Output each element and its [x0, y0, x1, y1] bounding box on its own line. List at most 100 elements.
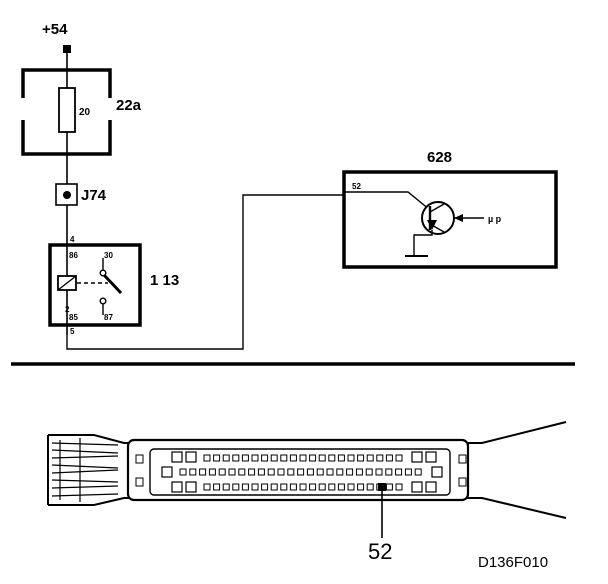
connector-pin	[309, 454, 317, 462]
supply-terminal	[63, 45, 71, 53]
relay-pin-side: 2	[65, 305, 70, 314]
connector-pin	[241, 454, 249, 462]
connector-pin	[385, 483, 393, 491]
control-unit-label: 628	[427, 149, 452, 166]
fuse-box-gap-left	[21, 98, 27, 120]
fuse-box-label: 22a	[116, 97, 142, 114]
fuse-symbol	[58, 87, 76, 133]
connector-pin	[213, 483, 221, 491]
connector-pin	[232, 483, 240, 491]
connector-pin	[270, 454, 278, 462]
connector-j74-label: J74	[81, 187, 107, 204]
connector-pin	[218, 468, 226, 476]
relay-pin-bottom: 5	[70, 327, 75, 336]
pin-52-label: 52	[368, 539, 392, 564]
control-unit-signal: µ p	[488, 214, 502, 224]
connector-pin-rows	[179, 454, 422, 491]
connector-pin	[366, 454, 374, 462]
connector-latch-right-bottom	[458, 477, 467, 487]
connector-pin	[199, 468, 207, 476]
connector-pin	[280, 483, 288, 491]
connector-pin	[267, 468, 275, 476]
connector-pin	[318, 454, 326, 462]
connector-pin	[232, 454, 240, 462]
connector-pin	[289, 483, 297, 491]
connector-pin	[347, 483, 355, 491]
connector-pin	[299, 454, 307, 462]
cable-strands	[51, 438, 119, 502]
connector-pin	[309, 483, 317, 491]
connector-pin	[297, 468, 305, 476]
connector-pin	[241, 483, 249, 491]
connector-pin	[287, 468, 295, 476]
control-unit-pin: 52	[352, 182, 361, 191]
connector-latch-left-bottom	[135, 477, 144, 487]
connector-pin	[238, 468, 246, 476]
connector-pin	[346, 468, 354, 476]
relay-pin-top-left: 4	[70, 235, 75, 244]
connector-pin	[251, 454, 259, 462]
connector-pin	[395, 454, 403, 462]
relay-pin-87: 87	[104, 313, 113, 322]
connector-pin	[222, 454, 230, 462]
connector-j74-pin	[63, 191, 71, 199]
connector-pin	[404, 468, 412, 476]
connector-pin	[355, 468, 363, 476]
connector-pin	[280, 454, 288, 462]
connector-pin	[365, 468, 373, 476]
connector-power-pin	[425, 481, 437, 493]
connector-pin	[357, 454, 365, 462]
relay-pin-85: 85	[69, 313, 78, 322]
connector-pin	[336, 468, 344, 476]
connector-pin	[337, 454, 345, 462]
fuse-box: 20 22a	[21, 68, 142, 156]
connector-pin	[228, 468, 236, 476]
connector-pin	[328, 483, 336, 491]
supply-label: +54	[42, 21, 68, 38]
connector-pin	[213, 454, 221, 462]
connector-pin	[337, 483, 345, 491]
relay-contact-30	[99, 269, 107, 277]
transistor-arrow-icon	[427, 220, 437, 230]
connector-pin	[251, 483, 259, 491]
connector-pin-52	[378, 483, 386, 491]
connector-pin	[261, 454, 269, 462]
connector-pin	[270, 483, 278, 491]
connector-power-pin	[425, 451, 437, 463]
connector-pin	[179, 468, 187, 476]
relay-contact-87	[99, 297, 107, 305]
connector-pin	[347, 454, 355, 462]
figure-id: D136F010	[478, 554, 548, 571]
connector-pin	[376, 454, 384, 462]
control-signal-arrow-icon	[454, 214, 463, 222]
connector-pin	[222, 483, 230, 491]
connector-view: 52	[47, 421, 567, 564]
connector-housing-bottom	[48, 497, 567, 519]
connector-housing-top	[48, 421, 567, 444]
connector-power-pin	[185, 451, 197, 463]
connector-pin	[203, 483, 211, 491]
wire-signal	[66, 194, 344, 350]
connector-pin	[395, 468, 403, 476]
fuse-value: 20	[79, 107, 91, 118]
connector-pin	[385, 454, 393, 462]
relay-label: 1 13	[150, 272, 179, 289]
connector-latch-left-top	[135, 454, 144, 464]
connector-pin	[414, 468, 422, 476]
connector-power-pin	[171, 481, 183, 493]
connector-latch-right-top	[458, 454, 467, 464]
connector-pin	[375, 468, 383, 476]
connector-pin	[357, 483, 365, 491]
connector-pin	[395, 483, 403, 491]
connector-j74: J74	[55, 183, 107, 206]
connector-power-pin	[431, 466, 443, 478]
connector-pin	[248, 468, 256, 476]
connector-pin	[208, 468, 216, 476]
control-unit-internal-wire	[344, 191, 431, 211]
connector-power-pin	[411, 451, 423, 463]
connector-pin	[257, 468, 265, 476]
connector-pin	[326, 468, 334, 476]
connector-power-pin	[411, 481, 423, 493]
relay-pin-86: 86	[69, 251, 78, 260]
